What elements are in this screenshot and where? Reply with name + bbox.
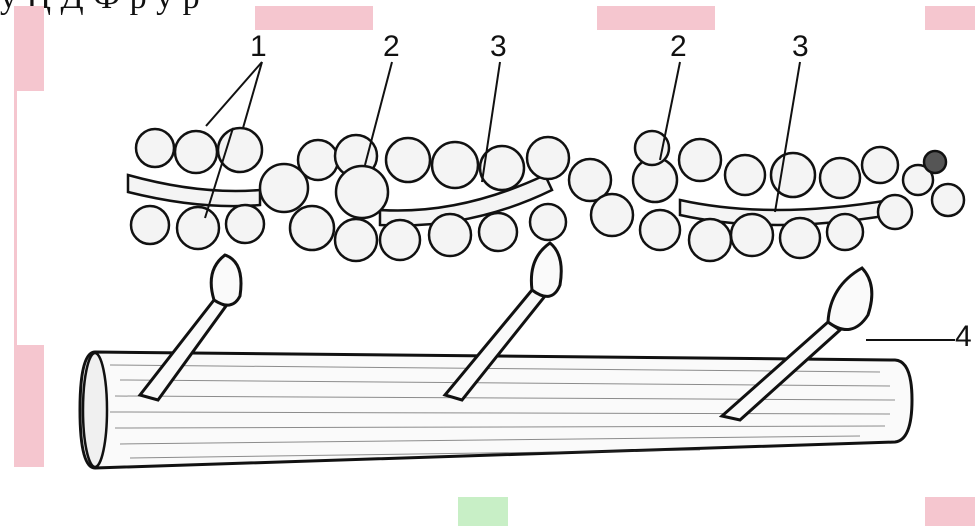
actin-bead xyxy=(725,155,765,195)
actin-bead xyxy=(527,137,569,179)
myosin-head xyxy=(828,268,872,330)
actin-bead xyxy=(218,128,262,172)
actin-bead xyxy=(827,214,863,250)
actin-bead xyxy=(862,147,898,183)
actin-bead xyxy=(820,158,860,198)
actin-bead xyxy=(731,214,773,256)
label-3b: 3 xyxy=(792,30,809,64)
myosin-head xyxy=(531,243,561,296)
actin-bead xyxy=(335,219,377,261)
actin-bead xyxy=(530,204,566,240)
actin-bead xyxy=(386,138,430,182)
actin-bead xyxy=(175,131,217,173)
actin-bead xyxy=(290,206,334,250)
highlight-mark xyxy=(458,497,508,526)
actin-bead xyxy=(479,213,517,251)
actin-bead xyxy=(432,142,478,188)
actin-bead xyxy=(932,184,964,216)
highlight-mark xyxy=(14,91,17,345)
actin-bead xyxy=(689,219,731,261)
actin-bead xyxy=(591,194,633,236)
label-2a: 2 xyxy=(383,30,400,64)
actin-bead xyxy=(131,206,169,244)
actin-bead xyxy=(177,207,219,249)
label-3a: 3 xyxy=(490,30,507,64)
actin-bead xyxy=(429,214,471,256)
actin-bead xyxy=(924,151,946,173)
label-2b: 2 xyxy=(670,30,687,64)
highlight-mark xyxy=(255,6,373,30)
highlight-mark xyxy=(14,345,44,467)
actin-bead xyxy=(226,205,264,243)
highlight-mark xyxy=(925,6,975,30)
actin-bead xyxy=(336,166,388,218)
actin-bead xyxy=(380,220,420,260)
strand xyxy=(128,175,260,206)
label-4: 4 xyxy=(955,320,972,354)
actin-bead xyxy=(878,195,912,229)
actin-bead xyxy=(679,139,721,181)
highlight-mark xyxy=(597,6,715,30)
highlight-mark xyxy=(14,6,44,91)
actin-bead xyxy=(136,129,174,167)
actin-bead xyxy=(780,218,820,258)
label-1: 1 xyxy=(250,30,267,64)
myosin-head xyxy=(211,255,241,305)
actin-bead xyxy=(640,210,680,250)
highlight-mark xyxy=(925,497,975,526)
actin-bead xyxy=(298,140,338,180)
